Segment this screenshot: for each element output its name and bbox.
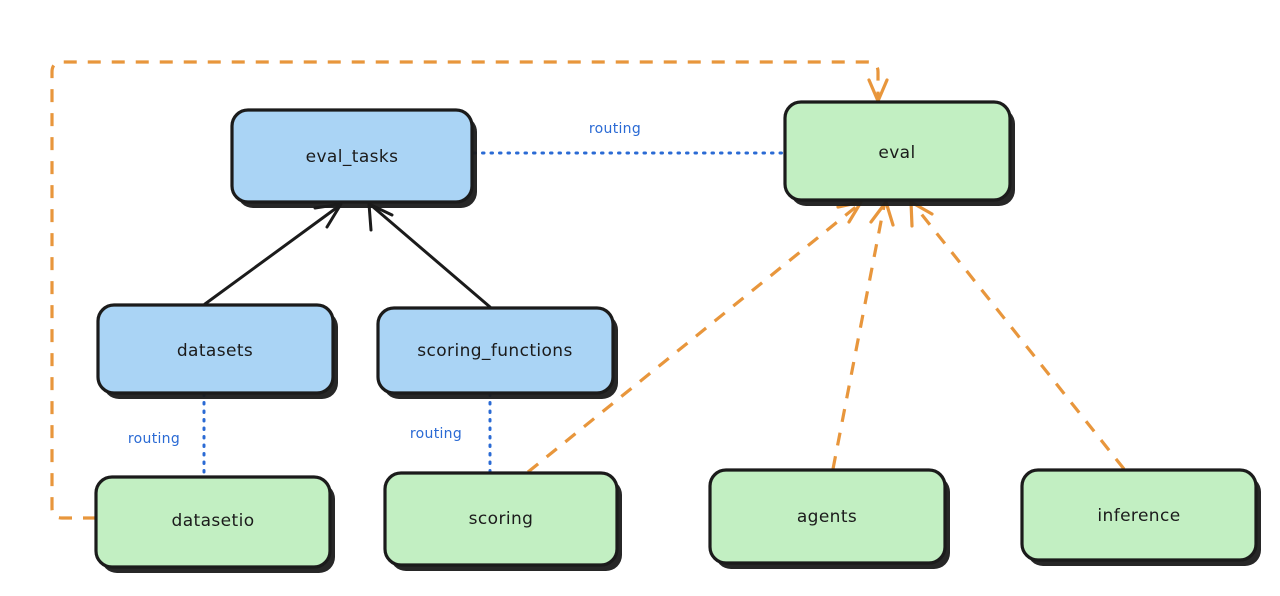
node-eval_tasks-label: eval_tasks bbox=[306, 147, 399, 167]
node-agents-shape bbox=[708, 468, 947, 565]
routing-label-eval: routing bbox=[589, 121, 641, 137]
node-eval-shape bbox=[783, 100, 1012, 202]
edge-layer bbox=[50, 60, 1126, 520]
edge-label-layer: routing routing routing bbox=[128, 121, 641, 447]
node-inference-label: inference bbox=[1097, 506, 1180, 526]
node-inference[interactable]: inference bbox=[1020, 468, 1261, 566]
node-inference-shape bbox=[1020, 468, 1258, 562]
node-datasetio-label: datasetio bbox=[172, 511, 255, 531]
node-agents-label: agents bbox=[797, 507, 857, 527]
node-layer: eval_tasks eval datasets scoring_functio… bbox=[94, 100, 1261, 573]
edge-scoring_functions-eval_tasks bbox=[367, 202, 492, 309]
node-scoring_functions-shape bbox=[376, 306, 615, 395]
node-datasetio-shape bbox=[94, 475, 332, 569]
node-agents[interactable]: agents bbox=[708, 468, 950, 569]
node-scoring_functions[interactable]: scoring_functions bbox=[376, 306, 618, 399]
node-scoring-label: scoring bbox=[469, 509, 534, 529]
node-eval[interactable]: eval bbox=[783, 100, 1015, 206]
edge-datasets-eval_tasks bbox=[203, 202, 343, 306]
node-datasets-shape bbox=[96, 303, 335, 395]
node-datasets-label: datasets bbox=[177, 341, 253, 361]
routing-label-scoring: routing bbox=[410, 426, 462, 442]
node-eval-label: eval bbox=[878, 143, 915, 163]
node-eval_tasks-shape bbox=[230, 108, 474, 204]
routing-label-datasetio: routing bbox=[128, 431, 180, 447]
edge-agents-eval bbox=[831, 200, 895, 470]
node-scoring[interactable]: scoring bbox=[383, 471, 622, 571]
node-scoring-shape bbox=[383, 471, 619, 567]
node-eval_tasks[interactable]: eval_tasks bbox=[230, 108, 477, 208]
node-scoring_functions-label: scoring_functions bbox=[417, 341, 572, 361]
edge-inference-eval bbox=[909, 200, 1126, 470]
node-datasetio[interactable]: datasetio bbox=[94, 475, 335, 573]
node-datasets[interactable]: datasets bbox=[96, 303, 338, 399]
